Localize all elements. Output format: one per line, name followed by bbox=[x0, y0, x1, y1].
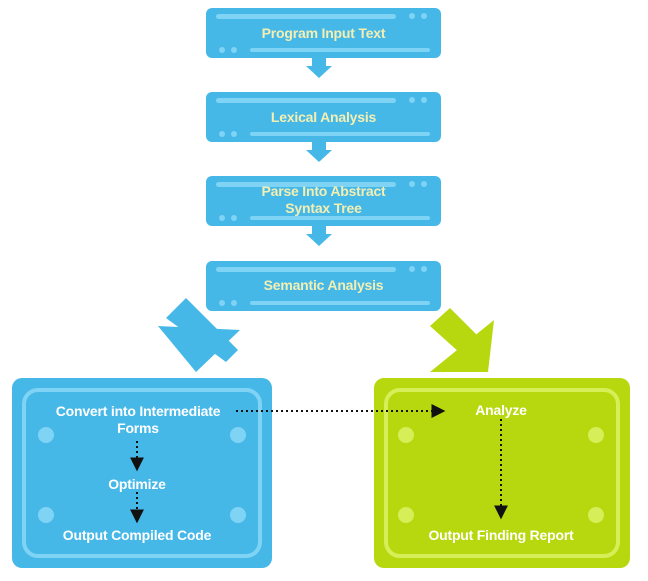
convert-intermediate-label: Convert into Intermediate Forms bbox=[55, 403, 221, 436]
step-box-program-input bbox=[206, 8, 441, 58]
step-label-program-input: Program Input Text bbox=[261, 25, 386, 41]
connector-2-3 bbox=[306, 142, 332, 162]
step-label-lexical: Lexical Analysis bbox=[270, 109, 377, 125]
step-box-lexical bbox=[206, 92, 441, 142]
step-box-parse bbox=[206, 176, 441, 226]
output-finding-report-label: Output Finding Report bbox=[428, 527, 574, 543]
branch-arrow-analyze bbox=[430, 308, 494, 372]
branch-arrow-compile bbox=[158, 298, 240, 372]
output-compiled-code-label: Output Compiled Code bbox=[62, 527, 212, 543]
analyze-label: Analyze bbox=[475, 402, 527, 418]
analyzer-box bbox=[374, 378, 630, 568]
step-label-semantic: Semantic Analysis bbox=[263, 277, 384, 293]
step-box-semantic bbox=[206, 261, 441, 311]
optimize-label: Optimize bbox=[108, 476, 166, 492]
connector-3-4 bbox=[306, 226, 332, 246]
compiler-box bbox=[12, 378, 272, 568]
step-label-parse: Parse Into Abstract Syntax Tree bbox=[261, 183, 386, 216]
connector-1-2 bbox=[306, 58, 332, 78]
